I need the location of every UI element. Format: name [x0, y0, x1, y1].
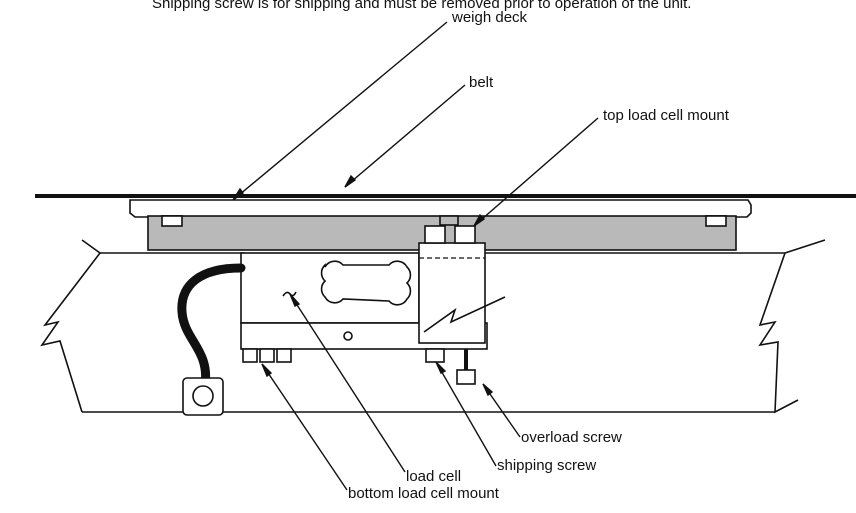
stringer-right-break	[758, 252, 799, 414]
label-bottom-load-cell-mount: bottom load cell mount	[348, 485, 500, 502]
leader-load-cell	[289, 293, 406, 473]
bottom-bolt-2	[259, 348, 275, 363]
label-top-load-cell-mount: top load cell mount	[603, 107, 730, 124]
top-load-cell-mount-block	[418, 242, 486, 344]
leader-weigh-deck	[232, 21, 448, 201]
arrow-shipping-screw	[435, 361, 447, 374]
mount-break-line	[423, 296, 506, 333]
deck-pad-right-front	[705, 215, 727, 227]
cable-gland-nut	[192, 385, 214, 407]
overload-screw-nut	[456, 369, 476, 385]
label-shipping-screw: shipping screw	[497, 457, 596, 474]
label-load-cell: load cell	[406, 468, 461, 485]
stringer-left-break	[40, 252, 101, 413]
leader-shipping-screw	[435, 361, 497, 467]
top-bolt-washer	[439, 215, 459, 226]
bottom-bolt-1	[242, 348, 258, 363]
leader-belt	[344, 84, 466, 188]
load-cell-bone-slot	[320, 260, 412, 306]
arrow-load-cell	[289, 293, 301, 307]
stringer-left-end-top	[81, 239, 101, 254]
caption-text: Shipping screw is for shipping and must …	[152, 0, 691, 12]
mount-hole	[343, 331, 353, 341]
label-overload-screw: overload screw	[521, 429, 622, 446]
load-cell-cable	[177, 263, 246, 390]
top-bolt-left	[424, 225, 446, 244]
top-bolt-right	[454, 225, 476, 244]
shipping-screw-head	[425, 348, 445, 363]
weigh-deck-plate	[129, 199, 752, 218]
leader-top-mount	[473, 117, 599, 227]
arrow-top-mount	[473, 213, 486, 227]
label-weigh-deck: weigh deck	[451, 9, 528, 26]
label-belt: belt	[469, 74, 494, 91]
leader-bottom-mount	[261, 363, 348, 491]
stringer-right-end-top	[784, 239, 826, 254]
arrow-belt	[344, 174, 357, 188]
arrow-overload-screw	[482, 383, 494, 397]
arrow-bottom-mount	[261, 363, 273, 378]
bottom-bolt-3	[276, 348, 292, 363]
arrow-weigh-deck	[232, 187, 244, 201]
deck-pad-left-front	[161, 215, 183, 227]
